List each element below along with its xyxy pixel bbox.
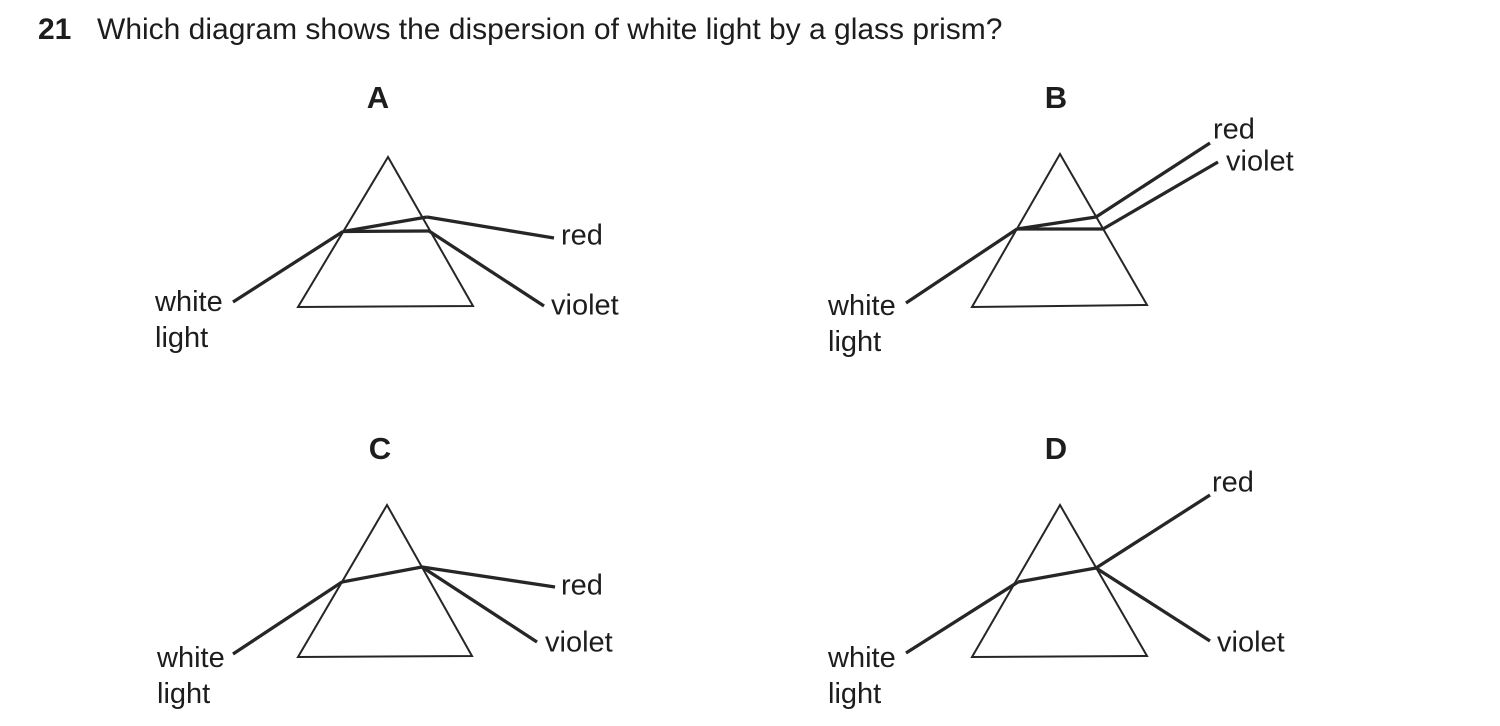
diagram-c xyxy=(232,502,556,659)
violet-ray-c xyxy=(421,565,538,644)
white-light-label-d-line2: light xyxy=(828,678,882,710)
violet-label-d: violet xyxy=(1217,626,1285,659)
white-light-label-d-line1: white xyxy=(828,642,896,674)
question-text: Which diagram shows the dispersion of wh… xyxy=(97,13,1003,46)
white-light-label-b-line1: white xyxy=(828,290,896,322)
diagram-d xyxy=(905,493,1211,659)
white-light-label-a-line1: white xyxy=(155,286,223,318)
option-letter-b: B xyxy=(1044,80,1068,115)
red-ray-c xyxy=(421,565,556,589)
white-light-label-b: white light xyxy=(828,288,896,360)
red-label-d: red xyxy=(1212,466,1254,499)
white-light-label-a: white light xyxy=(155,284,223,356)
internal-red-ray-a xyxy=(342,215,428,234)
white-light-label-b-line2: light xyxy=(828,326,882,358)
prism-d xyxy=(970,503,1149,659)
violet-ray-a xyxy=(428,229,545,308)
violet-ray-b xyxy=(1102,160,1219,231)
white-light-label-d: white light xyxy=(828,640,896,712)
option-letter-c: C xyxy=(368,431,392,466)
red-ray-b xyxy=(1095,141,1211,219)
white-light-label-c-line2: light xyxy=(157,678,211,710)
internal-red-ray-b xyxy=(1016,215,1097,231)
red-ray-a xyxy=(426,215,555,240)
violet-ray-d xyxy=(1095,566,1211,643)
diagram-a xyxy=(232,155,555,309)
red-label-a: red xyxy=(561,219,603,252)
white-light-label-c-line1: white xyxy=(157,642,225,674)
red-ray-d xyxy=(1095,493,1211,570)
violet-label-a: violet xyxy=(551,289,619,322)
diagram-b xyxy=(905,141,1219,309)
red-label-c: red xyxy=(561,569,603,602)
white-light-ray-d xyxy=(905,580,1019,655)
red-label-b: red xyxy=(1213,113,1255,146)
violet-label-c: violet xyxy=(545,626,613,659)
option-letter-d: D xyxy=(1044,431,1068,466)
option-letter-a: A xyxy=(366,80,390,115)
internal-ray-d xyxy=(1017,566,1097,584)
violet-label-b: violet xyxy=(1226,145,1294,178)
white-light-ray-c xyxy=(232,580,343,656)
internal-violet-ray-a xyxy=(342,229,430,234)
white-light-label-c: white light xyxy=(157,640,225,712)
internal-ray-c xyxy=(341,565,423,584)
question-number: 21 xyxy=(38,13,72,46)
white-light-label-a-line2: light xyxy=(155,322,209,354)
white-light-ray-b xyxy=(905,227,1018,305)
white-light-ray-a xyxy=(232,230,344,304)
